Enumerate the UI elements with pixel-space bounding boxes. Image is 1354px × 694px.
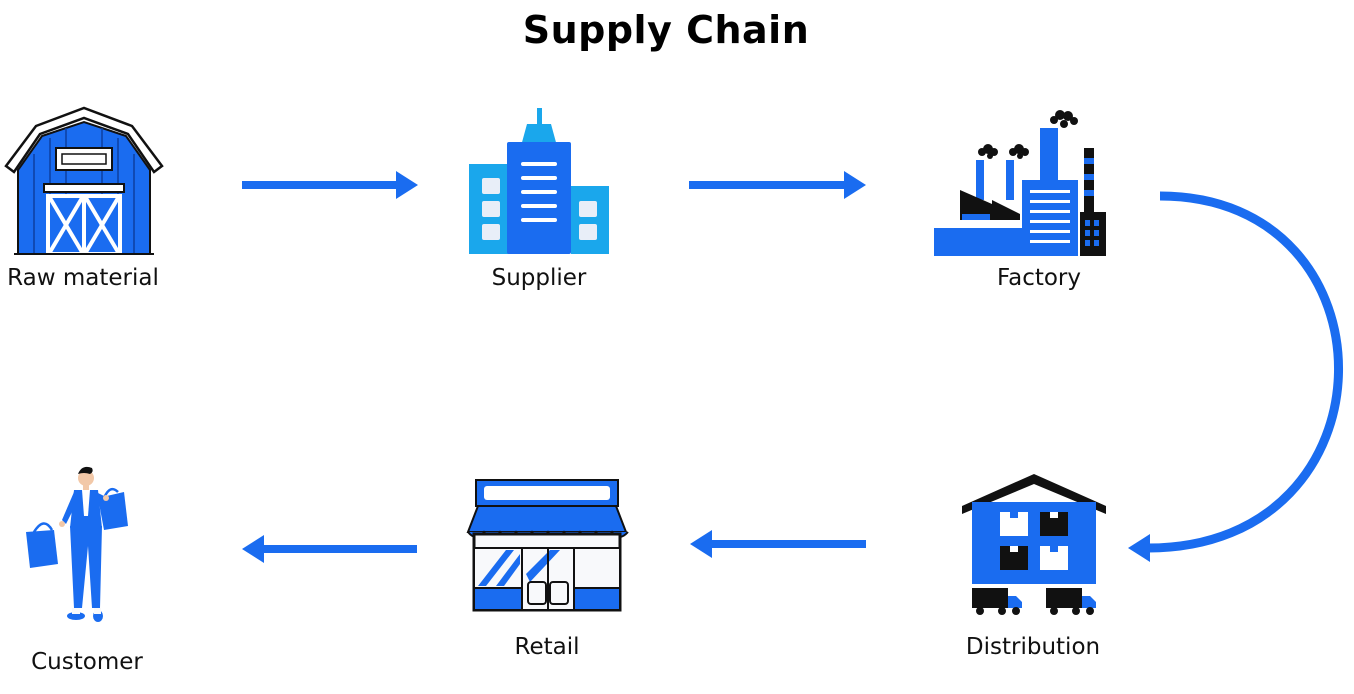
arrow-distribution-to-retail [690, 530, 866, 558]
storefront-icon [466, 478, 629, 614]
node-label-raw-material: Raw material [7, 265, 159, 291]
node-label-retail: Retail [514, 634, 580, 660]
factory-icon [932, 104, 1108, 256]
arrow-retail-to-customer [242, 535, 417, 563]
barn-icon [4, 104, 164, 256]
arrow-supplier-to-factory [689, 171, 866, 199]
arrow-factory-to-distribution [1128, 191, 1343, 562]
diagram-title: Supply Chain [522, 8, 810, 52]
node-label-customer: Customer [31, 649, 143, 675]
building-icon [469, 106, 611, 256]
node-label-distribution: Distribution [965, 634, 1101, 660]
node-label-supplier: Supplier [491, 265, 587, 291]
node-label-factory: Factory [996, 265, 1081, 291]
warehouse-icon [958, 472, 1110, 618]
customer-shopper-icon [18, 464, 132, 630]
arrow-raw-to-supplier [242, 171, 418, 199]
